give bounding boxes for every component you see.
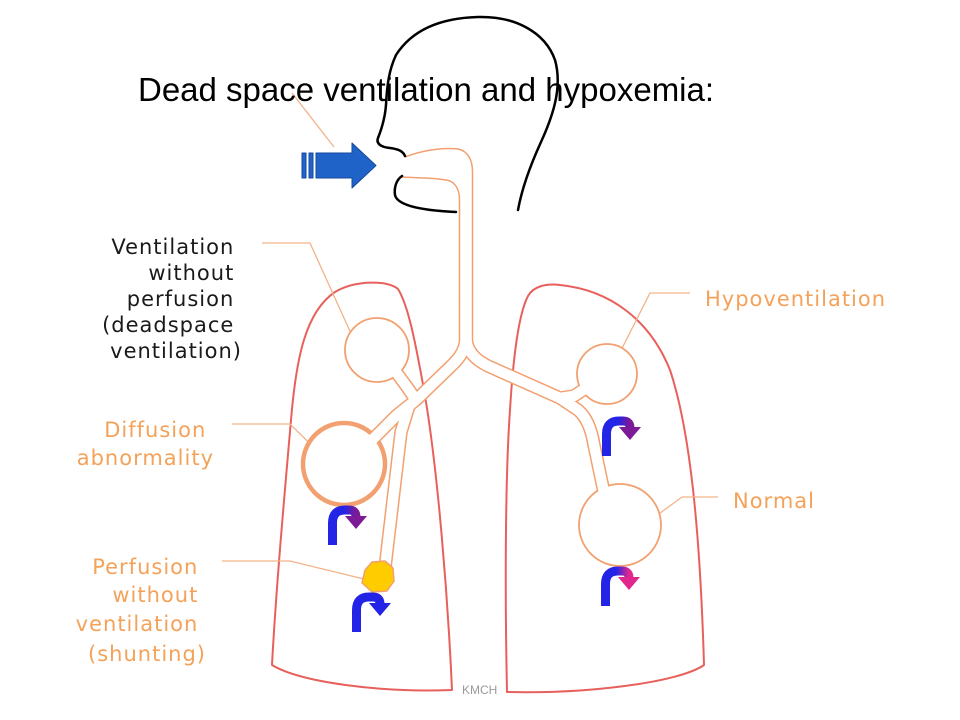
airway-upper-wall [404,147,474,303]
airway-lower-wall [400,176,461,303]
label-normal: Normal [733,489,815,513]
label-line: Ventilation [111,235,234,259]
blood-flow-diffusion-arrow-icon [328,505,367,545]
inflow-arrow-body [315,142,377,189]
arrow-stem [601,566,634,606]
blood-flow-hypoventilation-arrow-icon [602,416,641,456]
head-profile-icon [376,15,559,214]
bronchiole-dead-space-lumen [390,366,422,406]
label-diffusion-abnormality: Diffusion abnormality [77,418,214,470]
arrow-stem [352,592,385,632]
footer-label: KMCH [462,683,497,697]
arrow-head [619,427,641,440]
inflow-arrow-icon [301,142,377,189]
arrow-head [618,577,640,590]
label-line: perfusion [127,287,235,311]
left-lung-outline [271,281,453,692]
label-line: (deadspace [102,313,234,337]
arrow-head [345,516,367,529]
label-dead-space-ventilation: Ventilation without perfusion (deadspace… [102,235,242,363]
right-lung-outline [504,283,705,694]
arrow-stem [328,505,361,545]
label-line: (shunting) [88,642,206,666]
alveolus-hypoventilation [576,343,638,405]
inflow-arrow-tail-stripe [308,152,314,179]
chin-neck-outline [393,174,458,214]
label-shunting: Perfusion without ventilation (shunting) [76,555,206,666]
alveolus-normal [578,483,662,567]
right-main-bronchus-lumen [460,332,566,404]
arrow-head [369,603,391,616]
leader-line-hypoventilation [611,292,690,369]
slide-title: Dead space ventilation and hypoxemia: [138,71,714,108]
label-line: without [112,583,198,607]
label-hypoventilation: Hypoventilation [705,287,886,311]
leader-line-shunt [222,560,369,581]
blood-flow-shunt-arrow-icon [352,592,391,632]
leader-line-inflow [291,92,335,148]
shunt-alveolus [361,560,395,593]
alveolus-dead-space [344,317,410,383]
bronchiole-normal-lumen [554,392,611,503]
bronchiole-shunt-lumen [379,400,415,574]
label-line: Perfusion [92,555,198,579]
label-line: abnormality [77,446,214,470]
blood-flow-normal-arrow-icon [601,566,640,606]
label-line: ventilation) [110,339,242,363]
arrow-stem [602,416,635,456]
label-line: ventilation [76,612,199,636]
leader-line-dead-space [262,242,364,361]
label-line: Diffusion [104,418,206,442]
label-line: without [148,261,234,285]
inflow-arrow-tail-stripe [301,152,307,179]
head-outline [376,15,559,212]
bronchial-tree-inner [362,300,611,574]
